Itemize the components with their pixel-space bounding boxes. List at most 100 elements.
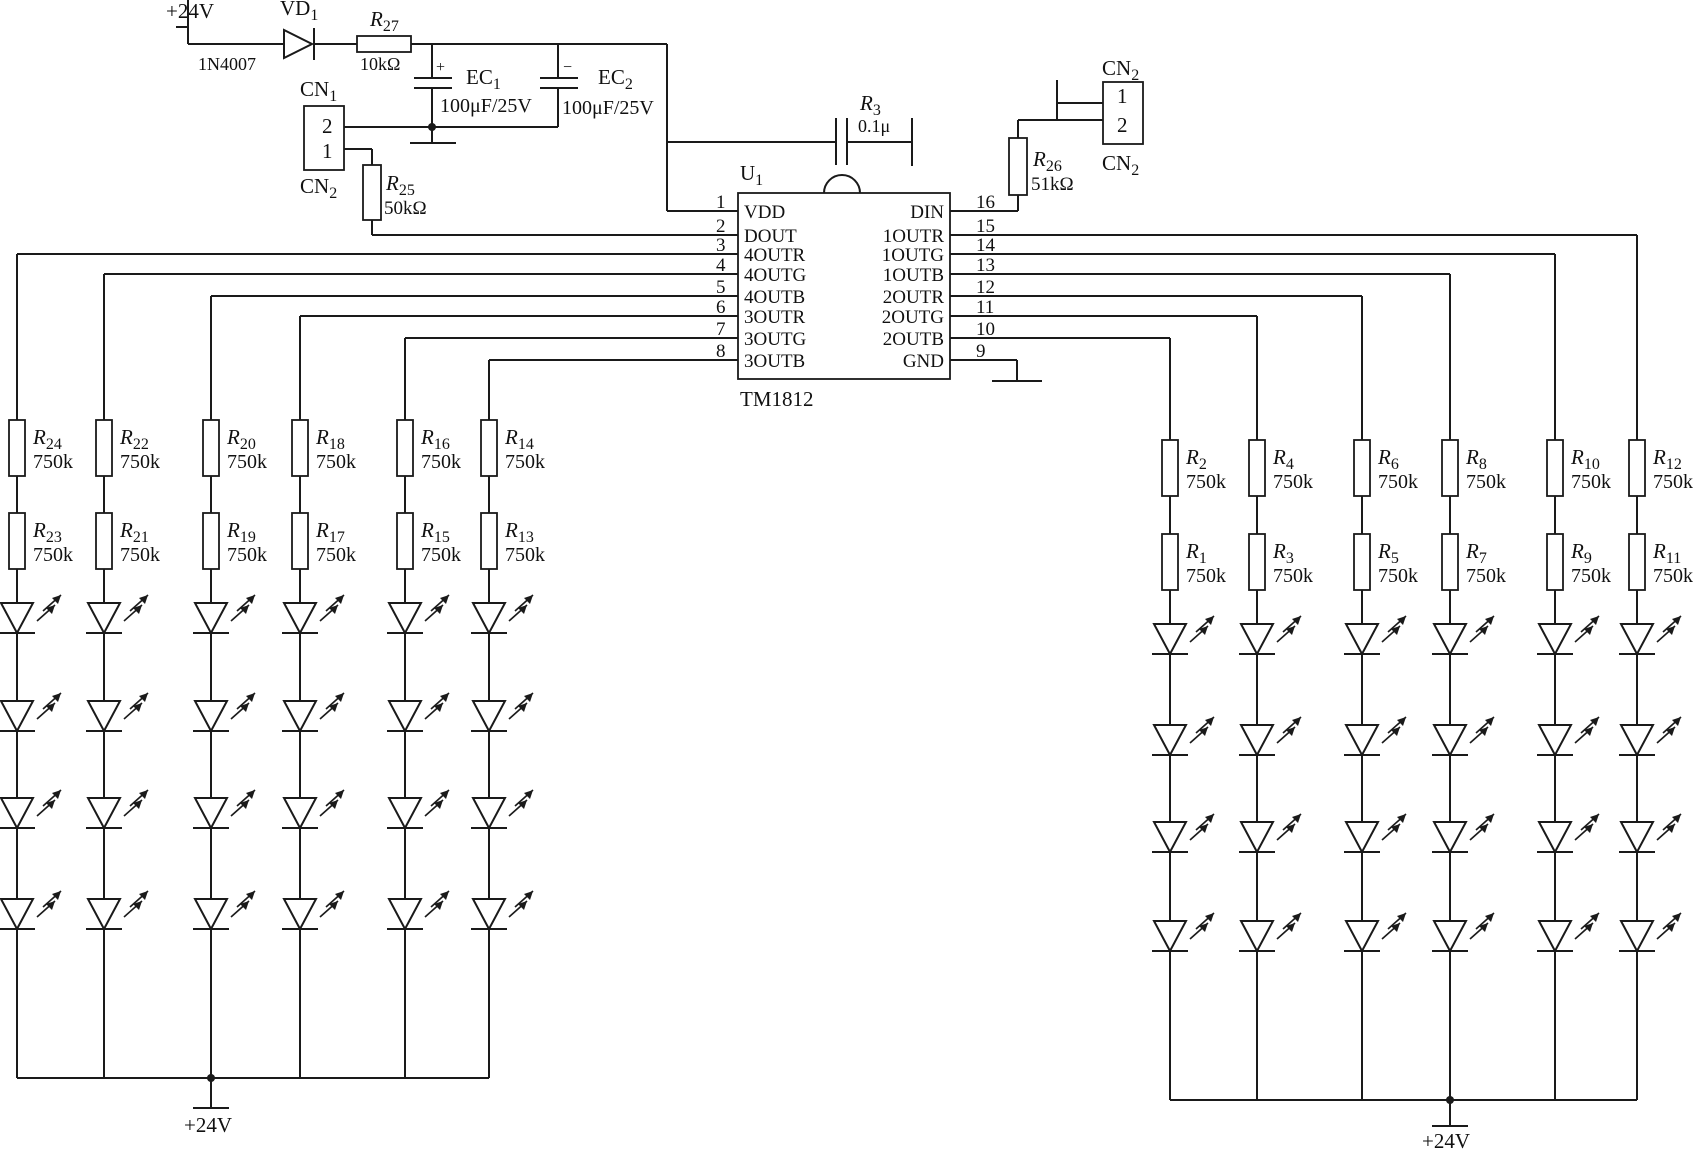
- resistor-ref-label: R1: [1185, 539, 1207, 567]
- resistor-sub: 12: [1666, 456, 1682, 473]
- ec2-value: 100μF/25V: [562, 97, 654, 119]
- right-led-bank: R2750kR1750kR4750kR3750kR6750kR5750kR875…: [950, 234, 1693, 1127]
- led-arrow-head: [1485, 814, 1494, 823]
- led-triangle: [1344, 821, 1380, 855]
- ic-pin-name: 3OUTG: [744, 329, 807, 350]
- led-arrow-head: [1292, 814, 1301, 823]
- supply-label-top: +24V: [166, 0, 214, 23]
- resistor-body: [1546, 439, 1564, 497]
- led-arrow-head: [1292, 913, 1301, 922]
- led-arrow-head: [1672, 913, 1681, 922]
- resistor-ref: R: [315, 425, 329, 449]
- resistor-ref-label: R9: [1570, 539, 1592, 567]
- r25-ref-label: R25: [385, 171, 415, 199]
- led-icon: [193, 692, 256, 734]
- resistor-ref: R: [1465, 445, 1479, 469]
- resistor-ref-label: R17: [315, 518, 345, 546]
- led-arrow-head: [524, 891, 533, 900]
- r27-value: 10kΩ: [360, 54, 400, 74]
- led-triangle: [1239, 821, 1275, 855]
- led-icon: [1619, 615, 1682, 657]
- cn2-bottom-ref: CN2: [1102, 151, 1139, 179]
- led-triangle: [193, 797, 229, 831]
- capacitor-r3: R3 0.1μ: [835, 91, 913, 166]
- cn2-sub: 2: [1131, 67, 1139, 84]
- led-arrow-head: [1397, 616, 1406, 625]
- ic-pin-number: 12: [976, 277, 995, 298]
- led-icon: [1152, 615, 1215, 657]
- r3-value: 0.1μ: [858, 116, 890, 136]
- led-triangle: [86, 797, 122, 831]
- led-arrow-head: [440, 693, 449, 702]
- resistor-body: [291, 512, 309, 570]
- ic-pin-name: 1OUTR: [883, 226, 945, 247]
- resistor-r26: R26 51kΩ: [950, 137, 1074, 212]
- led-icon: [1619, 813, 1682, 855]
- led-icon: [387, 594, 450, 636]
- led-icon: [282, 789, 345, 831]
- led-triangle: [1152, 724, 1188, 758]
- resistor-sub: 15: [434, 529, 450, 546]
- resistor-body: [1441, 533, 1459, 591]
- led-icon: [1239, 813, 1302, 855]
- led-icon: [193, 890, 256, 932]
- r3-ref-label: R3: [859, 91, 881, 119]
- led-icon: [0, 594, 62, 636]
- led-arrow-head: [1205, 717, 1214, 726]
- led-triangle: [282, 700, 318, 734]
- ic-part-number: TM1812: [740, 387, 814, 411]
- led-icon: [387, 890, 450, 932]
- resistor-body: [396, 419, 414, 477]
- ic-body: [737, 192, 951, 380]
- resistor-ref: R: [1185, 445, 1199, 469]
- ic-sub: 1: [755, 172, 763, 189]
- led-arrow-head: [1590, 913, 1599, 922]
- cn1-sub: 1: [329, 88, 337, 105]
- led-arrow-head: [1590, 814, 1599, 823]
- ec1-polarity: +: [436, 59, 445, 76]
- led-triangle: [193, 700, 229, 734]
- resistor-r27: R27 10kΩ: [356, 7, 412, 74]
- ic-pin-name: GND: [903, 351, 944, 372]
- ic-pin-name: 2OUTG: [882, 307, 945, 328]
- led-icon: [1619, 912, 1682, 954]
- led-icon: [282, 692, 345, 734]
- led-arrow-head: [440, 790, 449, 799]
- led-icon: [0, 789, 62, 831]
- led-arrow-head: [52, 790, 61, 799]
- ec1-value: 100μF/25V: [440, 95, 532, 117]
- ic-pin-number: 2: [716, 216, 726, 237]
- resistor-ref: R: [315, 518, 329, 542]
- resistor-sub: 22: [133, 436, 149, 453]
- led-triangle: [1432, 920, 1468, 954]
- resistor-sub: 5: [1391, 550, 1399, 567]
- ic-pin-name: 4OUTG: [744, 265, 807, 286]
- led-arrow-head: [139, 693, 148, 702]
- led-arrow-head: [246, 595, 255, 604]
- led-icon: [0, 692, 62, 734]
- resistor-value: 750k: [120, 544, 160, 566]
- r26-ref-label: R26: [1032, 147, 1062, 175]
- led-triangle: [282, 602, 318, 636]
- right-supply-label: +24V: [1422, 1129, 1470, 1150]
- resistor-value: 750k: [1653, 471, 1693, 493]
- led-triangle: [86, 602, 122, 636]
- ic-pin-name: 3OUTB: [744, 351, 805, 372]
- r27-ref: R: [369, 7, 383, 31]
- resistor-sub: 16: [434, 436, 450, 453]
- resistor-ref: R: [1272, 445, 1286, 469]
- r25-sub: 25: [399, 182, 415, 199]
- resistor-value: 750k: [1186, 471, 1226, 493]
- ic-pin-name: DOUT: [744, 226, 797, 247]
- resistor-sub: 6: [1391, 456, 1399, 473]
- led-arrow-head: [246, 891, 255, 900]
- ic-pin-name: 2OUTR: [883, 287, 945, 308]
- input-connector-cn1: CN1 2 1 CN2: [300, 77, 373, 202]
- resistor-ref-label: R16: [420, 425, 450, 453]
